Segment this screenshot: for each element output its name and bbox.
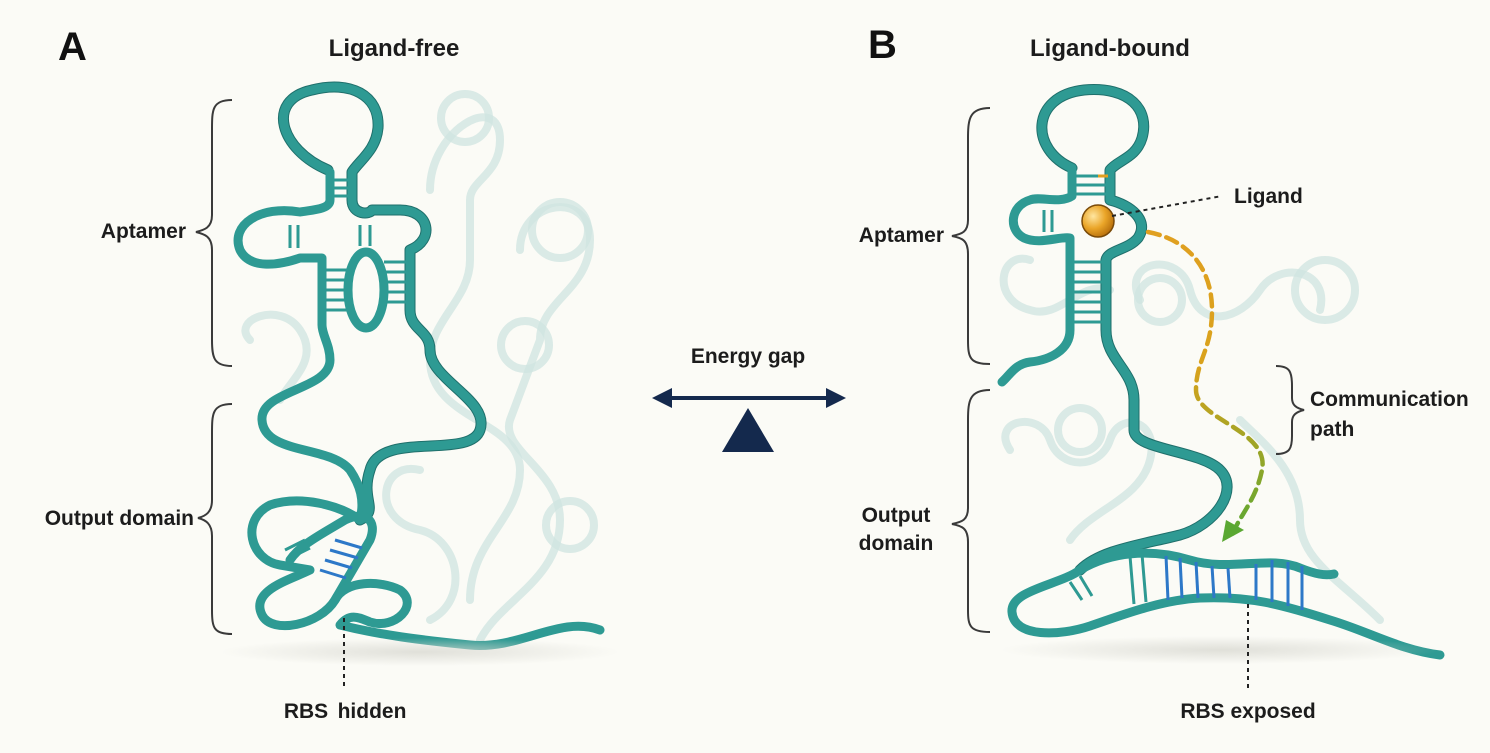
panel-a-output-label: Output domain (45, 507, 194, 530)
panel-b-comm-bracket (1275, 365, 1305, 455)
panel-a-ghost-structures (241, 90, 598, 644)
ligand-sphere (1081, 204, 1115, 238)
panel-b-comm-label-2: path (1310, 418, 1354, 441)
panel-a-shadow (220, 638, 620, 666)
panel-a-aptamer-bracket (195, 99, 233, 367)
panel-b-ghost-structures (999, 254, 1384, 624)
panel-b-title: Ligand-bound (1030, 35, 1190, 62)
ligand-pointer (1111, 195, 1223, 217)
panel-b-output-label-2: domain (859, 532, 934, 555)
panel-b-output-label-1: Output (862, 504, 931, 527)
panel-a-output-bracket (197, 403, 233, 635)
communication-path (1145, 229, 1265, 538)
balance-fulcrum (722, 408, 774, 452)
panel-b: B Ligand-bound Aptamer Output domain Com… (859, 23, 1469, 723)
panel-a-hidden-label: hidden (338, 700, 407, 723)
panel-b-output-bracket (951, 389, 991, 633)
energy-gap-label: Energy gap (691, 345, 805, 368)
communication-arrowhead (1222, 520, 1244, 542)
panel-a-aptamer-label: Aptamer (101, 220, 186, 243)
energy-balance: Energy gap (652, 345, 846, 452)
panel-a-title: Ligand-free (329, 35, 460, 62)
panel-b-rbs-label: RBS exposed (1180, 700, 1315, 723)
energy-arrow-left-head (652, 388, 672, 408)
panel-a: A Ligand-free Aptamer Output domain (45, 25, 620, 723)
panel-b-aptamer-label: Aptamer (859, 224, 944, 247)
panel-b-comm-label-1: Communication (1310, 388, 1469, 411)
panel-b-aptamer-bracket (951, 107, 991, 365)
energy-arrow-right-head (826, 388, 846, 408)
panel-a-rbs-label: RBS (284, 700, 328, 723)
panel-a-letter: A (58, 25, 87, 69)
panel-b-shadow (1000, 636, 1440, 664)
panel-b-rna (997, 84, 1445, 660)
ligand-label: Ligand (1234, 185, 1303, 208)
panel-b-letter: B (868, 23, 897, 67)
